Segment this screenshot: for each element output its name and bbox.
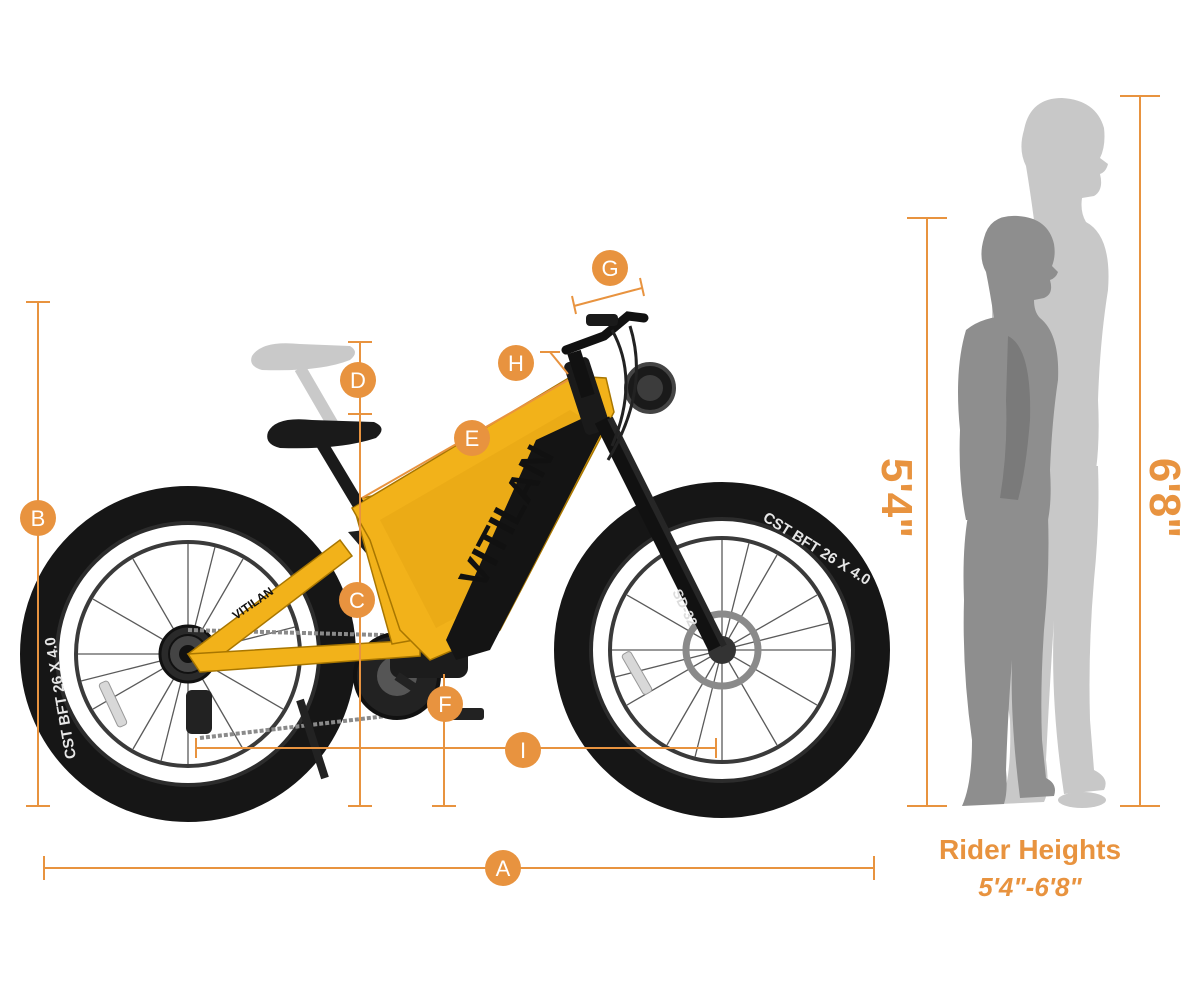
seat (267, 419, 382, 508)
svg-text:D: D (350, 368, 366, 393)
marker-f: F (427, 686, 463, 722)
marker-a: A (485, 850, 521, 886)
tall-rider-height-label: 6'8" (1140, 458, 1189, 538)
front-wheel: CST BFT 26 X 4.0 (554, 482, 890, 818)
marker-b: B (20, 500, 56, 536)
marker-d: D (340, 362, 376, 398)
rider-heights-caption: Rider Heights 5'4"-6'8" (910, 834, 1150, 903)
svg-text:C: C (349, 588, 365, 613)
rider-heights-title: Rider Heights (938, 834, 1122, 865)
marker-h: H (498, 345, 534, 381)
svg-text:I: I (520, 738, 526, 763)
fork-and-cockpit: SD-32 (561, 311, 727, 652)
dim-h-line (549, 351, 569, 375)
short-rider-silhouette (958, 215, 1059, 806)
dimension-markers: A B C D E F G H (20, 250, 628, 886)
bike-frame: VITILAN VITILAN (186, 357, 615, 673)
svg-text:A: A (496, 856, 511, 881)
dimension-lines (26, 95, 1160, 880)
svg-text:H: H (508, 351, 524, 376)
marker-i: I (505, 732, 541, 768)
short-rider-height-label: 5'4" (872, 458, 921, 538)
svg-text:G: G (601, 256, 618, 281)
marker-c: C (339, 582, 375, 618)
svg-text:F: F (438, 692, 451, 717)
seat-raised (251, 343, 355, 434)
marker-g: G (592, 250, 628, 286)
rider-heights-range: 5'4"-6'8" (978, 872, 1082, 902)
front-spokes (612, 540, 832, 760)
dim-g-line (573, 287, 643, 307)
svg-text:B: B (31, 506, 46, 531)
svg-text:E: E (465, 426, 480, 451)
marker-e: E (454, 420, 490, 456)
